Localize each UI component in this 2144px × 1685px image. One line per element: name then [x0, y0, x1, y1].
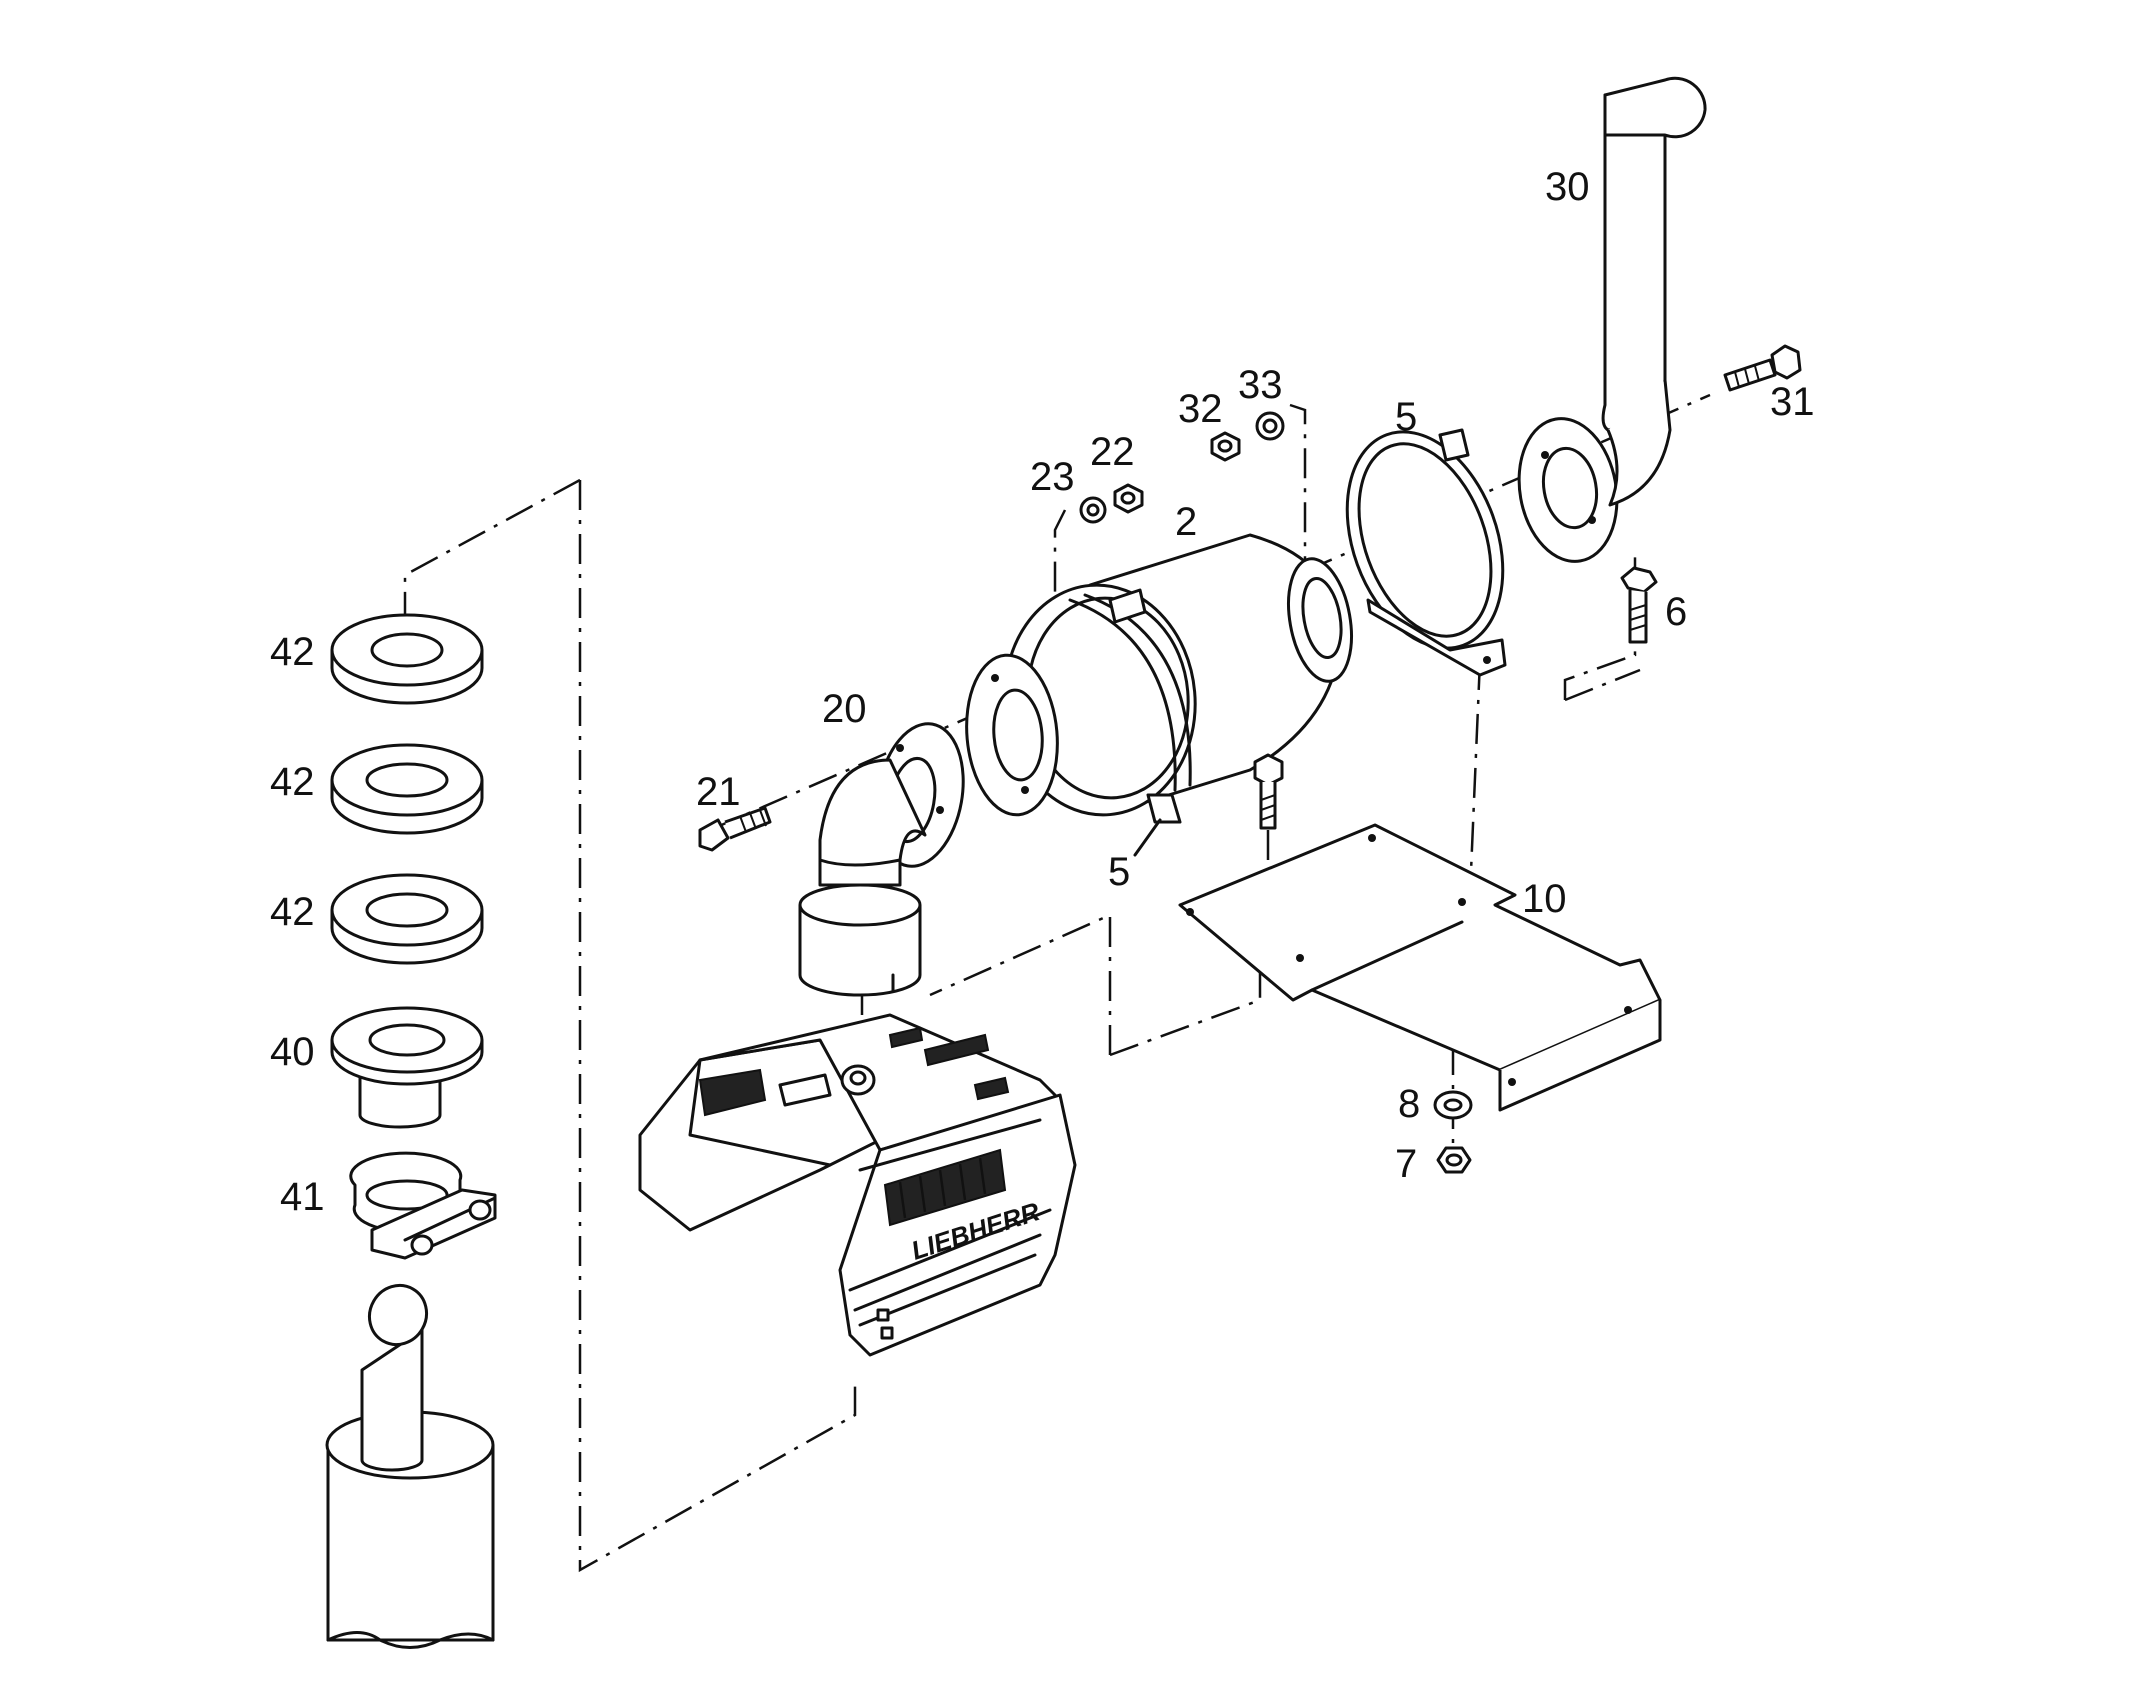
label-31: 31 [1770, 380, 1815, 424]
reference-labels: 42 42 42 40 41 20 21 23 22 2 32 33 5 5 3… [270, 165, 1815, 1219]
bushing-40 [330, 1006, 484, 1129]
label-30: 30 [1545, 165, 1590, 209]
label-22: 22 [1090, 430, 1135, 474]
label-5-top: 5 [1395, 395, 1417, 439]
engine-hood: LIEBHERR [638, 1013, 1077, 1357]
bolt-21 [698, 806, 772, 852]
washer-23 [1079, 496, 1107, 524]
label-23: 23 [1030, 455, 1075, 499]
label-8: 8 [1398, 1082, 1420, 1126]
ring-42-middle [330, 743, 484, 835]
nut-22 [1113, 483, 1144, 514]
label-32: 32 [1178, 387, 1223, 431]
elbow-20 [798, 722, 965, 997]
label-6: 6 [1665, 590, 1687, 634]
air-filter-2 [965, 533, 1353, 824]
leader-5-bottom [1133, 818, 1162, 857]
label-20: 20 [822, 687, 867, 731]
label-42-bottom: 42 [270, 890, 315, 934]
bolt-plate [1253, 753, 1284, 830]
washer-33 [1255, 411, 1285, 441]
bolt-6 [1620, 566, 1658, 644]
nut-7 [1436, 1146, 1472, 1174]
label-2: 2 [1175, 500, 1197, 544]
label-21: 21 [696, 770, 741, 814]
label-42-top: 42 [270, 630, 315, 674]
exhaust-stack-30 [1517, 76, 1707, 563]
bolt-31 [1723, 344, 1802, 392]
washer-8 [1433, 1090, 1473, 1120]
label-42-middle: 42 [270, 760, 315, 804]
label-7: 7 [1395, 1142, 1417, 1186]
label-40: 40 [270, 1030, 315, 1074]
label-41: 41 [280, 1175, 325, 1219]
nut-32 [1210, 431, 1241, 462]
label-33: 33 [1238, 363, 1283, 407]
ring-42-bottom [330, 873, 484, 965]
clamp-41 [349, 1151, 497, 1260]
ring-42-top [330, 613, 484, 705]
clamp-ring-5 [1345, 428, 1507, 677]
label-5-bottom: 5 [1108, 850, 1130, 894]
exhaust-muffler [325, 1283, 495, 1649]
mounting-plate-10 [1178, 823, 1662, 1112]
label-10: 10 [1522, 877, 1567, 921]
